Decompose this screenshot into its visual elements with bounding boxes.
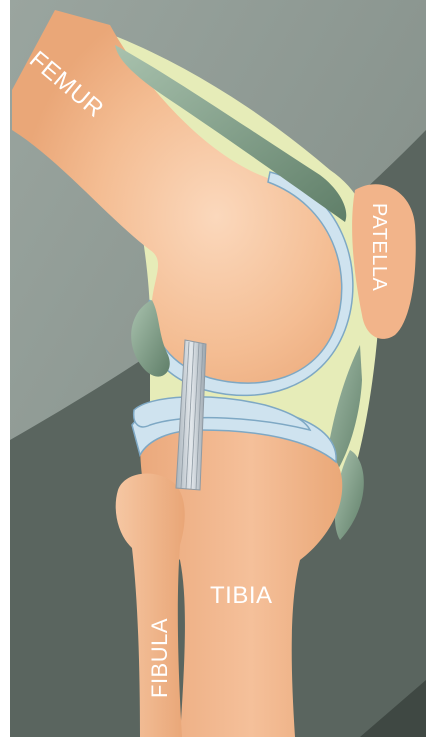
- tibia-label: TIBIA: [210, 582, 273, 609]
- patella-label: PATELLA: [368, 203, 390, 292]
- fibula-label: FIBULA: [147, 618, 172, 698]
